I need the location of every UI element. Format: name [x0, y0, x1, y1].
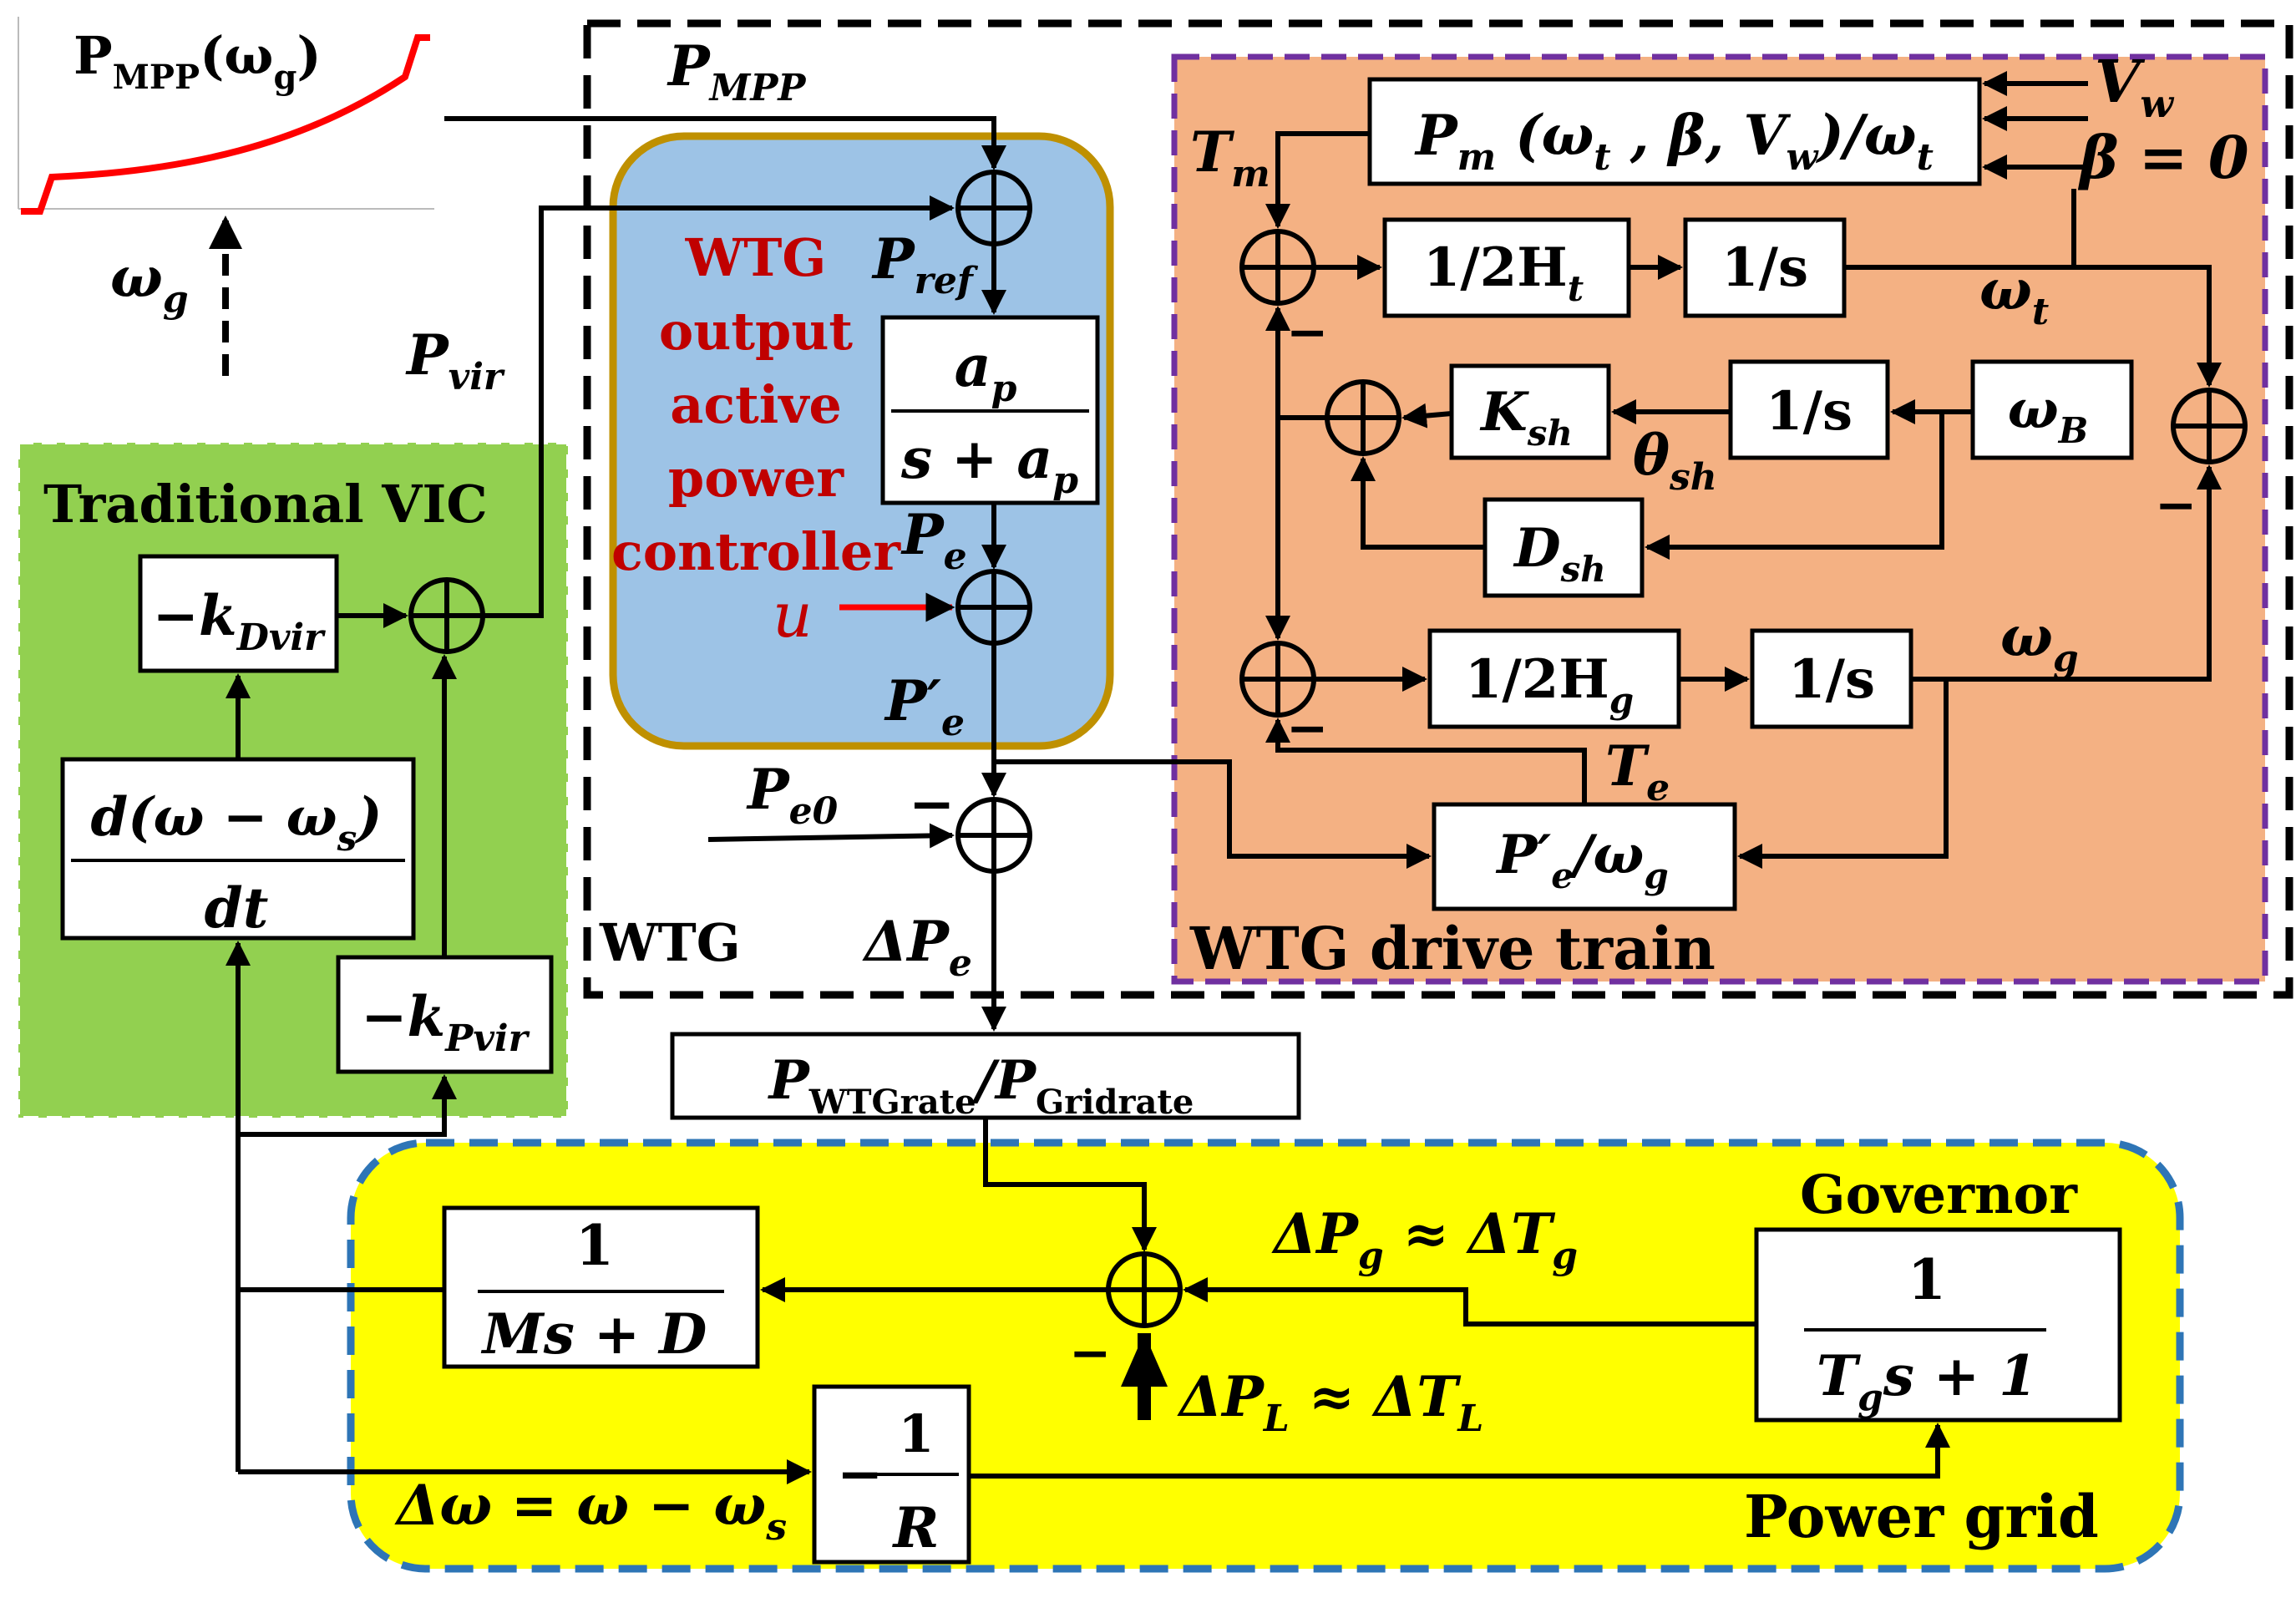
p-e-label: Pe [900, 502, 967, 578]
ksh-label: Ksh [1479, 381, 1573, 454]
derivative-denominator: dt [205, 875, 269, 941]
grid-sum-junction [1106, 1251, 1183, 1328]
controller-region [609, 132, 1114, 750]
delta-omega-label: Δω = ω − ωs [394, 1473, 787, 1549]
droop-denominator: R [892, 1495, 940, 1560]
controller-title-line-1: WTG [685, 227, 827, 288]
pe0-sum-junction [955, 797, 1032, 874]
rate-ratio-label: PWTGrate/PGridrate [768, 1049, 1194, 1122]
p-e0-label: Pe0 [746, 757, 839, 833]
vic-sum-junction [408, 577, 485, 654]
droop-sign: − [837, 1441, 883, 1506]
pe-over-wg-label: P′e/ωg [1495, 824, 1668, 896]
dsh-label: Dsh [1513, 517, 1606, 590]
delta-pl-label: ΔPL ≈ ΔTL [1177, 1364, 1483, 1440]
p-vir-label: Pvir [405, 322, 505, 398]
k-pvir-label: −kPvir [361, 984, 530, 1060]
k-pvir-block [336, 955, 554, 1074]
wtg-title: WTG [599, 912, 741, 973]
tm-sum-minus: − [1286, 303, 1328, 362]
omega-g-axis-label: ωg [110, 245, 189, 321]
int-g-block [1750, 628, 1913, 729]
pm-block [1367, 77, 1982, 186]
dsh-block [1483, 497, 1645, 598]
inv-2ht-block [1382, 217, 1631, 318]
governor-numerator: 1 [1908, 1247, 1946, 1312]
mpp-curve-line [21, 34, 430, 215]
t-m-label: Tm [1190, 119, 1270, 195]
k-dvir-label: −kDvir [153, 583, 326, 659]
int-t-block [1683, 217, 1847, 318]
omega-g-label: ωg [2000, 604, 2079, 680]
delta-pg-label: ΔPg ≈ ΔTg [1271, 1201, 1578, 1277]
pe0-minus-sign: − [909, 771, 955, 836]
derivative-block [60, 757, 416, 941]
k-dvir-block [138, 554, 339, 673]
int-sh-label: 1/s [1766, 380, 1853, 443]
controller-title-line-3: active [670, 374, 842, 435]
swing-equation-block [442, 1205, 760, 1369]
v-w-label: Vw [2095, 47, 2174, 126]
controller-title: WTG output active power controller [611, 227, 901, 582]
controller-title-line-4: power [668, 448, 845, 509]
mpp-curve-plot: PMPP(ωg) ωg [18, 17, 434, 376]
pm-label: Pm (ωt , β, Vw)/ωt [1414, 103, 1934, 179]
int-t-label: 1/s [1721, 236, 1808, 299]
swing-numerator: 1 [575, 1213, 614, 1278]
p-mpp-label: PMPP [666, 33, 807, 109]
shaft-sum-junction [1325, 379, 1401, 456]
te-sum-minus: − [1286, 699, 1328, 758]
lowpass-numerator: ap [955, 333, 1017, 410]
omega-diff-sum-junction [2171, 388, 2248, 464]
droop-numerator: 1 [898, 1403, 934, 1464]
drive-train-title: WTG drive train [1189, 914, 1716, 983]
swing-denominator: Ms + D [481, 1301, 707, 1367]
omega-b-label: ωB [2008, 378, 2088, 451]
controller-title-line-5: controller [611, 521, 901, 582]
grid-minus-sign: − [1069, 1324, 1111, 1382]
int-g-label: 1/s [1788, 648, 1875, 711]
signal-labels: PMPP Pvir Pref Pe u P′e Pe0 − ΔPe Tm Vw … [394, 33, 2249, 1549]
theta-sh-label: θsh [1633, 423, 1717, 499]
lowpass-denominator: s + ap [900, 426, 1078, 502]
t-e-label: Te [1605, 733, 1670, 809]
u-sum-junction [955, 569, 1032, 646]
int-sh-block [1728, 359, 1890, 460]
inv-2hg-label: 1/2Hg [1465, 648, 1634, 721]
p-ref-label: Pref [871, 226, 979, 302]
rate-ratio-block [670, 1032, 1301, 1120]
vic-title: Traditional VIC [43, 474, 488, 535]
mpp-curve-label: PMPP(ωg) [73, 25, 322, 97]
inv-2hg-block [1427, 628, 1681, 729]
power-grid-title: Power grid [1744, 1482, 2099, 1551]
derivative-numerator: d(ω − ωs) [90, 786, 382, 859]
wtg-region [583, 19, 2293, 999]
beta-label: β = 0 [2077, 123, 2249, 192]
ksh-block [1449, 363, 1611, 460]
p-e-prime-label: P′e [884, 668, 965, 744]
governor-denominator: Tgs + 1 [1817, 1343, 2037, 1419]
u-label: u [773, 580, 813, 652]
omega-diff-minus: − [2155, 476, 2197, 535]
omega-t-label: ωt [1979, 257, 2049, 333]
tm-sum-junction [1239, 229, 1316, 306]
governor-block [1754, 1227, 2122, 1423]
pref-sum-junction [955, 170, 1032, 246]
delta-pe-label: ΔPe [862, 909, 972, 985]
inv-2ht-label: 1/2Ht [1423, 236, 1584, 309]
controller-title-line-2: output [659, 301, 853, 362]
governor-title: Governor [1800, 1164, 2078, 1226]
omega-b-block [1970, 359, 2134, 460]
connections [226, 71, 2222, 1484]
